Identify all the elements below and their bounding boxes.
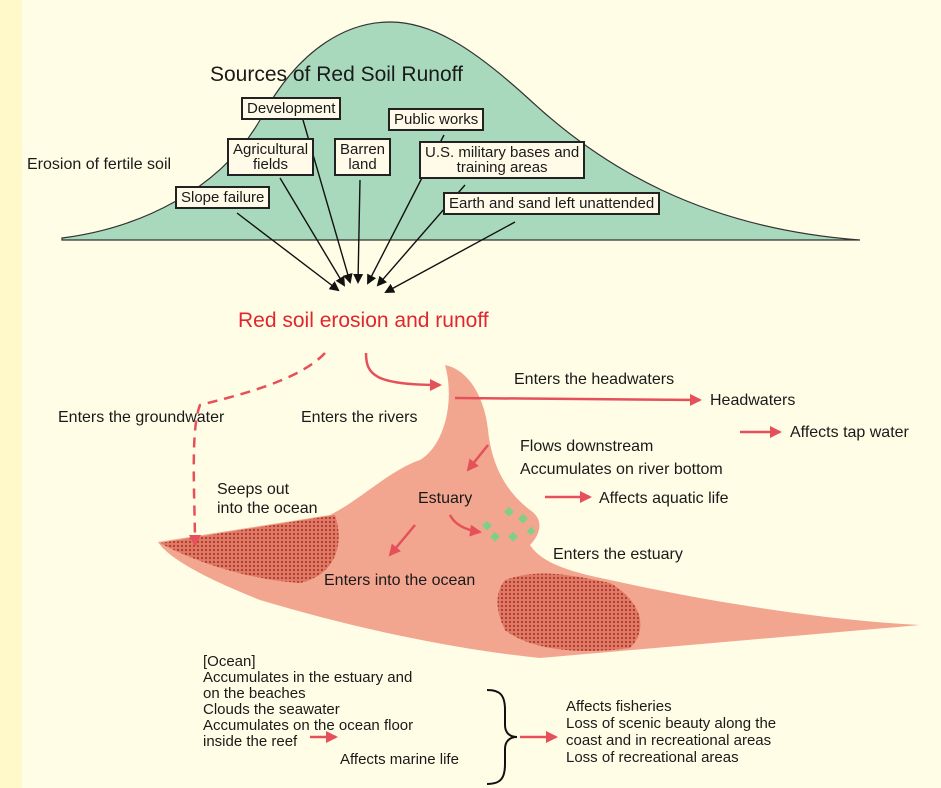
ocean-brace	[486, 689, 518, 785]
headwaters-label: Headwaters	[710, 392, 796, 409]
groundwater-label: Enters the groundwater	[58, 409, 225, 426]
sources-title: Sources of Red Soil Runoff	[210, 63, 463, 86]
source-earth-sand: Earth and sand left unattended	[443, 192, 661, 215]
mountain-shape	[61, 21, 861, 241]
source-slope-failure: Slope failure	[175, 186, 271, 209]
seeps-out-label: Seeps out into the ocean	[217, 481, 318, 517]
runoff-heading: Red soil erosion and runoff	[238, 309, 489, 332]
marine-life-label: Affects marine life	[340, 751, 459, 768]
enters-estuary-label: Enters the estuary	[553, 546, 683, 563]
enters-ocean-label: Enters into the ocean	[324, 572, 476, 589]
source-agricultural-fields: Agricultural fields	[227, 138, 315, 176]
flow-arrows	[188, 352, 782, 743]
ocean-heading: [Ocean]	[203, 653, 256, 670]
rivers-label: Enters the rivers	[301, 409, 418, 426]
source-public-works: Public works	[388, 108, 485, 131]
sediment-right	[497, 573, 641, 651]
consequence-1: Affects fisheries	[566, 698, 672, 715]
consequence-4: Loss of recreational areas	[566, 749, 739, 766]
fertile-soil-label: Erosion of fertile soil	[27, 156, 172, 173]
ocean-effect-5: inside the reef	[203, 733, 298, 750]
source-military-bases: U.S. military bases and training areas	[419, 141, 586, 179]
ocean-effect-1: Accumulates in the estuary and	[203, 669, 413, 686]
accumulates-bottom-label: Accumulates on river bottom	[520, 461, 723, 478]
sediment-left	[160, 515, 339, 583]
ocean-effect-2: on the beaches	[203, 685, 306, 702]
estuary-label: Estuary	[418, 490, 473, 507]
headwaters-enter-label: Enters the headwaters	[514, 371, 675, 388]
ocean-effect-3: Clouds the seawater	[203, 701, 340, 718]
tap-water-label: Affects tap water	[790, 424, 909, 441]
left-margin-strip	[0, 0, 22, 788]
source-barren-land: Barren land	[334, 138, 392, 176]
consequence-3: coast and in recreational areas	[566, 732, 772, 749]
aquatic-life-label: Affects aquatic life	[599, 490, 729, 507]
consequence-2: Loss of scenic beauty along the	[566, 715, 777, 732]
flows-downstream-label: Flows downstream	[520, 438, 654, 455]
land-river-shape	[158, 365, 920, 658]
source-development: Development	[241, 97, 342, 120]
ocean-effect-4: Accumulates on the ocean floor	[203, 717, 414, 734]
